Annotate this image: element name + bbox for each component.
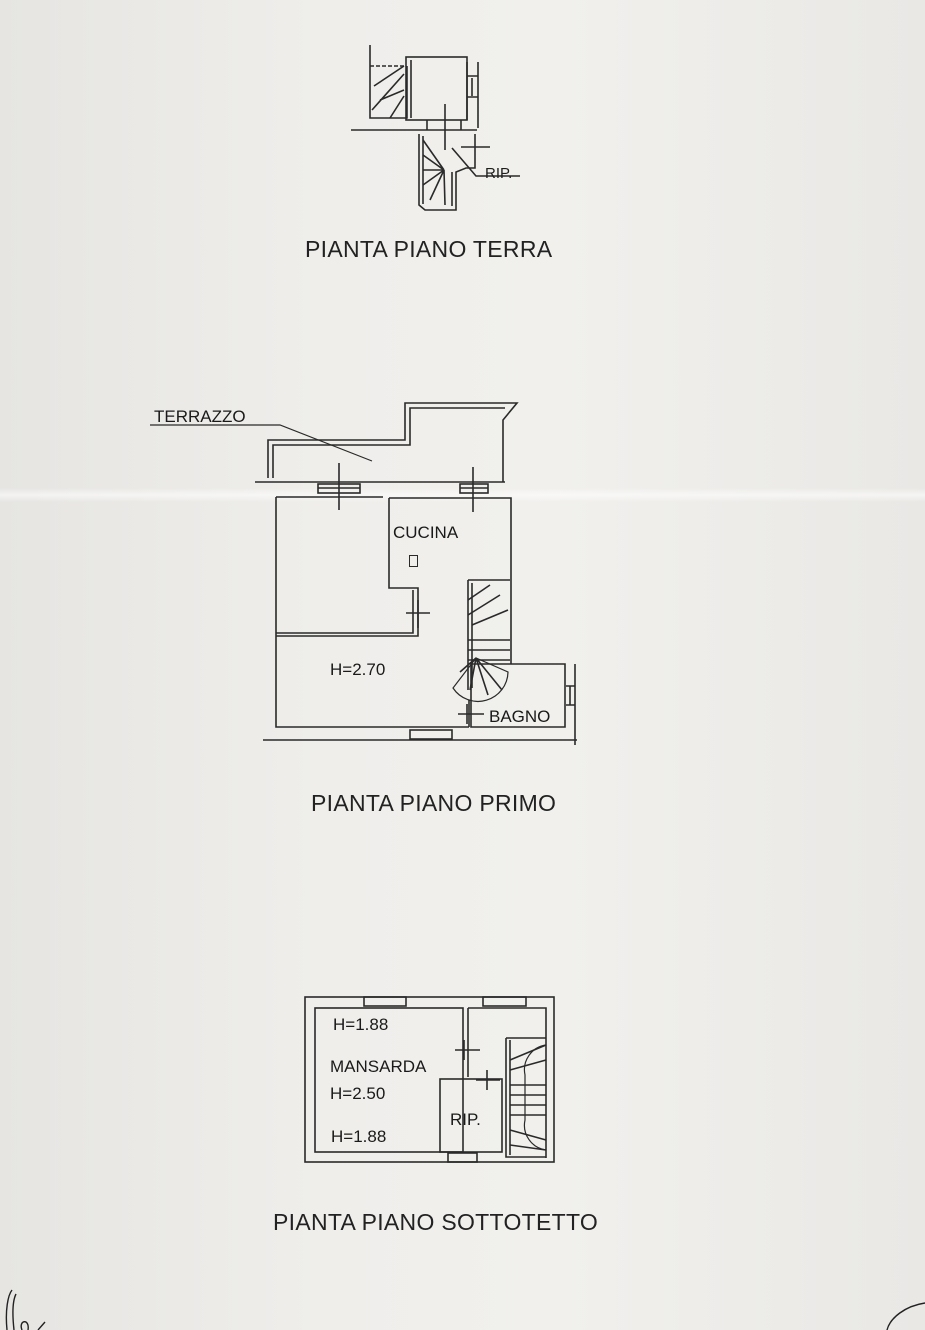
attic-floor-title: PIANTA PIANO SOTTOTETTO [273, 1209, 599, 1235]
attic-height-bottom-label: H=1.88 [331, 1127, 387, 1146]
ground-floor-rip-label: RIP. [485, 165, 513, 182]
attic-rip-label: RIP. [450, 1110, 481, 1129]
handwritten-signature-marks [5, 1289, 925, 1330]
first-floor-plan [150, 402, 577, 745]
attic-height-mid-label: H=2.50 [330, 1084, 386, 1103]
ground-floor-plan [351, 45, 520, 211]
attic-floor-plan [304, 996, 555, 1163]
mansarda-label: MANSARDA [330, 1057, 427, 1076]
chimney-flue-icon [409, 555, 418, 567]
first-floor-height-label: H=2.70 [330, 660, 386, 679]
ground-floor-title: PIANTA PIANO TERRA [305, 236, 553, 262]
cucina-label: CUCINA [393, 523, 459, 542]
paper-fold-crease [0, 488, 925, 502]
terrazzo-label: TERRAZZO [154, 407, 246, 426]
first-floor-title: PIANTA PIANO PRIMO [311, 790, 557, 816]
attic-height-top-label: H=1.88 [333, 1015, 389, 1034]
bagno-label: BAGNO [489, 707, 551, 726]
